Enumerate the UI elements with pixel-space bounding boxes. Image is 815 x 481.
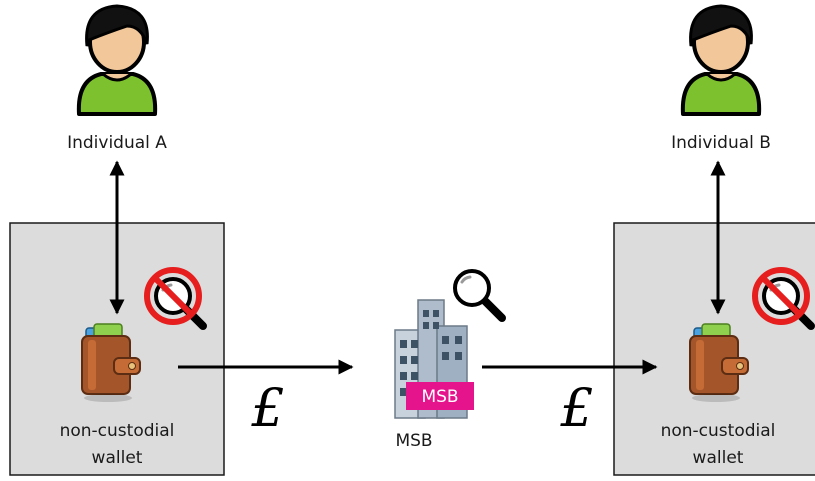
msb-tag-text: MSB [421, 387, 458, 407]
individual-b-label: Individual B [671, 133, 771, 153]
left-wallet-label-line2: wallet [92, 448, 143, 468]
right-wallet-label-line1: non-custodial [661, 421, 776, 441]
pound-symbol-left: £ [250, 379, 284, 439]
right-wallet-label-line2: wallet [693, 448, 744, 468]
msb-label: MSB [395, 431, 432, 451]
person-icon [680, 4, 762, 116]
person-icon [76, 4, 158, 116]
left-wallet-label-line1: non-custodial [60, 421, 175, 441]
msb-tag [406, 382, 474, 410]
individual-a-label: Individual A [67, 133, 167, 153]
magnifier-icon [455, 271, 502, 318]
pound-symbol-right: £ [559, 379, 593, 439]
